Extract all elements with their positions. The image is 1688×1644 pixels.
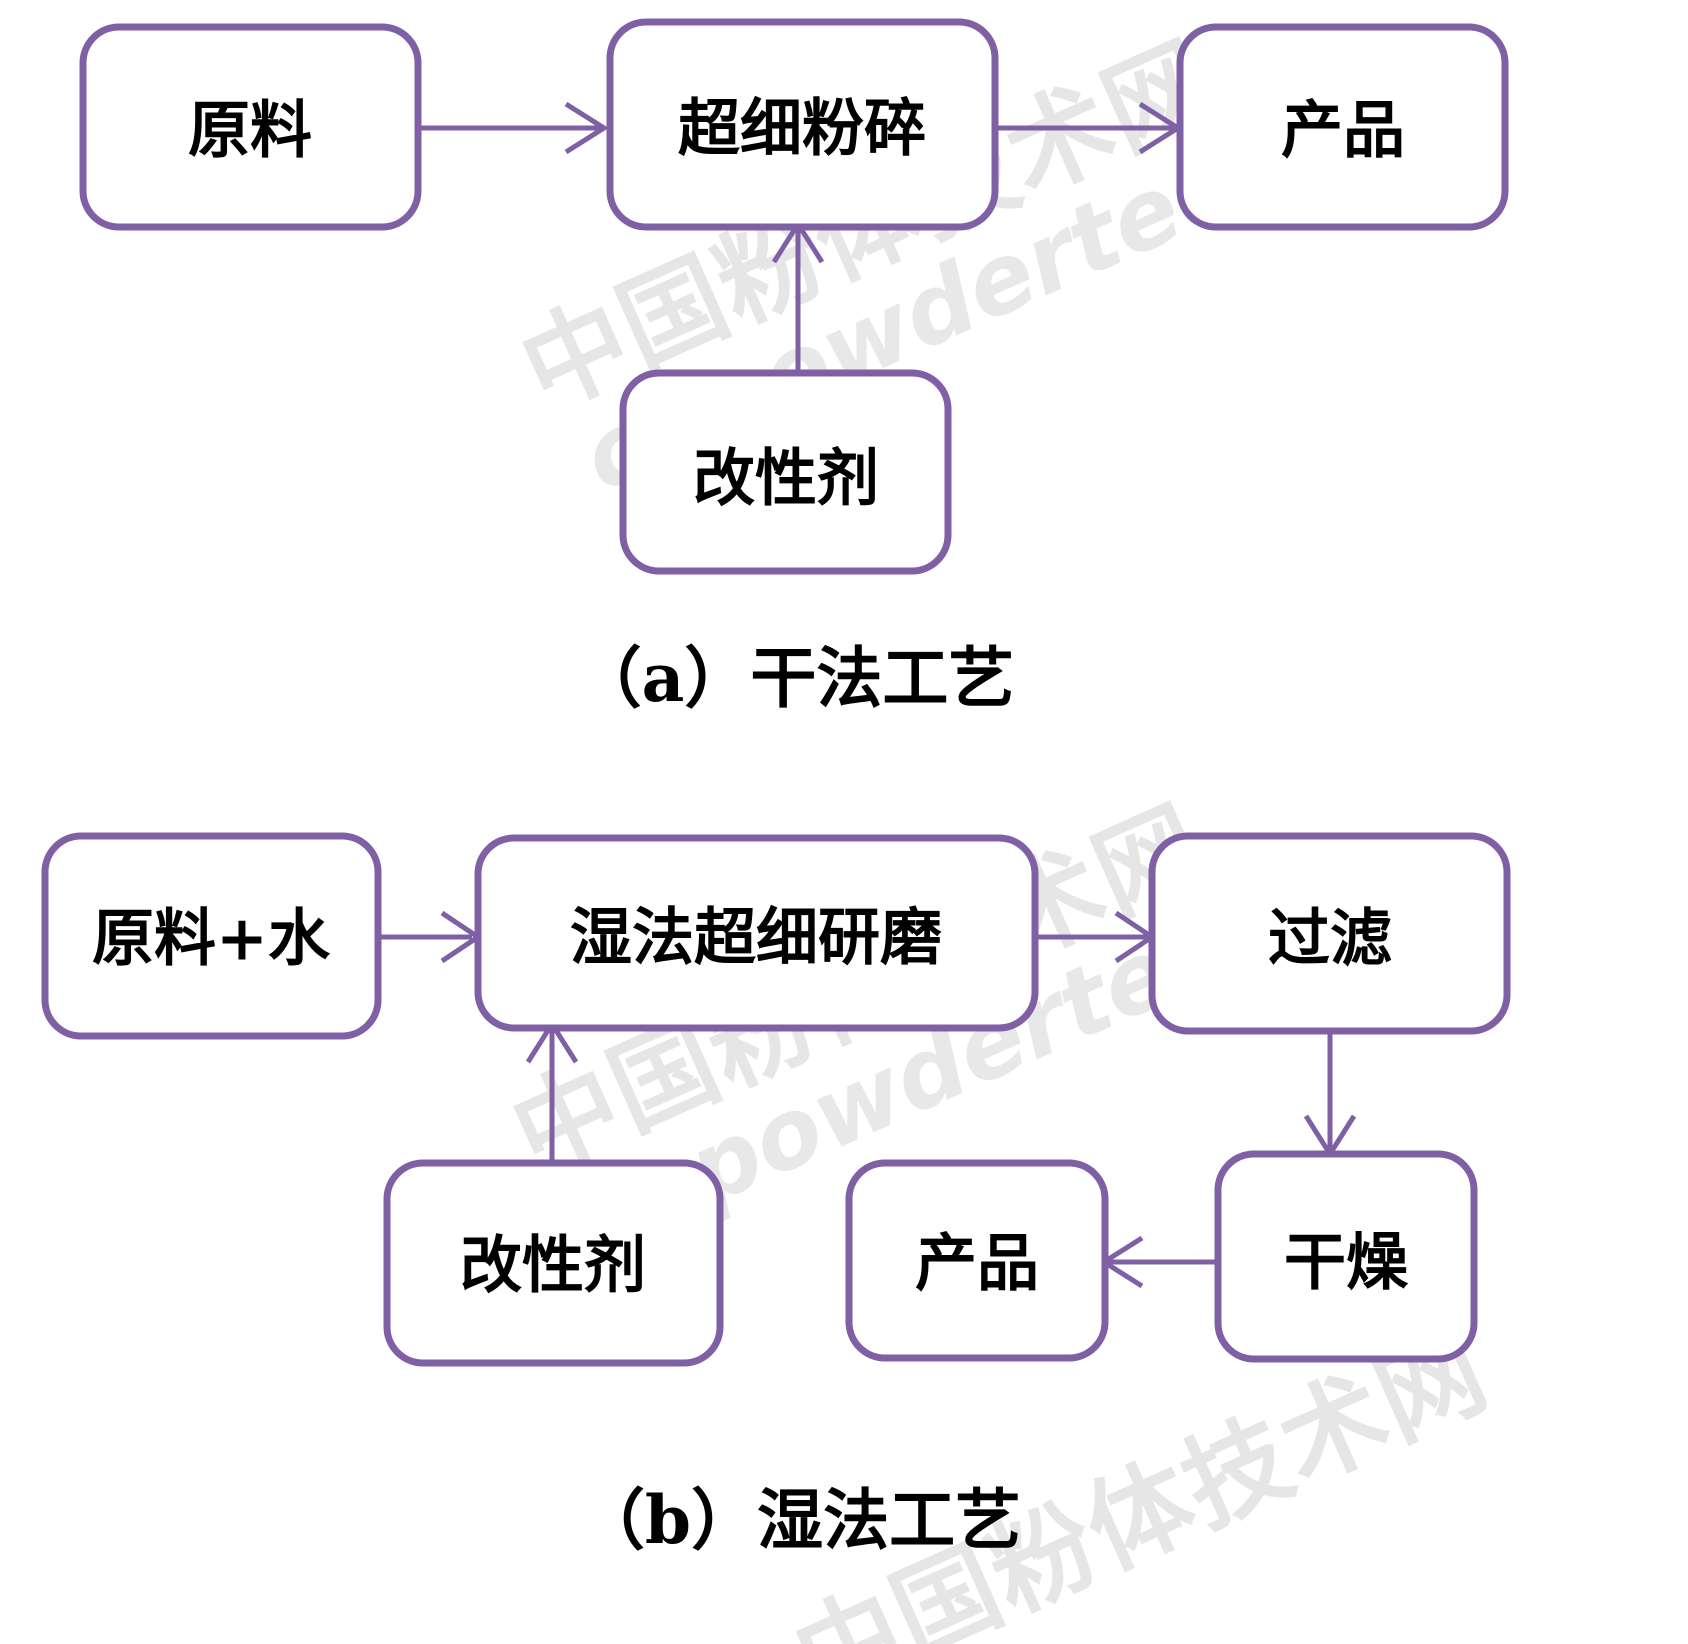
node-modifier-dry-box[interactable]	[619, 369, 952, 575]
edge-modifier-to-grind	[771, 219, 825, 372]
edge-dry-to-product	[1099, 1235, 1222, 1289]
node-raw-material[interactable]: 原料	[79, 23, 422, 231]
node-wet-ultrafine-grinding-label: 湿法超细研磨	[570, 901, 942, 974]
node-raw-material-water-box[interactable]	[41, 832, 382, 1040]
node-ultrafine-grinding-label: 超细粉碎	[678, 92, 926, 165]
node-raw-material-box[interactable]	[79, 23, 422, 231]
node-ultrafine-grinding[interactable]: 超细粉碎	[606, 18, 999, 231]
panel-b: 原料+水 湿法超细研磨 过滤 改性剂 产品	[41, 832, 1511, 1559]
edge-grind-to-product	[992, 101, 1183, 155]
node-modifier-wet-box[interactable]	[383, 1159, 724, 1367]
node-modifier-dry-label: 改性剂	[693, 442, 879, 515]
node-ultrafine-grinding-box[interactable]	[606, 18, 999, 231]
node-filter-box[interactable]	[1148, 832, 1511, 1035]
node-product-wet-label: 产品	[915, 1227, 1039, 1300]
edge-wetmill-to-filter	[1035, 910, 1157, 964]
node-drying[interactable]: 干燥	[1214, 1150, 1478, 1363]
edge-filter-to-dry	[1303, 1027, 1357, 1159]
node-product-dry-label: 产品	[1281, 94, 1405, 167]
node-raw-material-label: 原料	[188, 94, 312, 167]
node-product-dry[interactable]: 产品	[1176, 23, 1509, 231]
node-drying-box[interactable]	[1214, 1150, 1478, 1363]
node-filter-label: 过滤	[1268, 902, 1392, 975]
node-product-dry-box[interactable]	[1176, 23, 1509, 231]
node-product-wet[interactable]: 产品	[845, 1159, 1109, 1362]
node-modifier-dry[interactable]: 改性剂	[619, 369, 952, 575]
node-raw-material-water-label: 原料+水	[92, 902, 331, 975]
node-raw-material-water[interactable]: 原料+水	[41, 832, 382, 1040]
node-drying-label: 干燥	[1284, 1226, 1409, 1299]
caption-panel-b: （b）湿法工艺	[579, 1481, 1021, 1559]
node-wet-ultrafine-grinding[interactable]: 湿法超细研磨	[474, 834, 1039, 1032]
node-filter[interactable]: 过滤	[1148, 832, 1511, 1035]
edge-rawwater-to-wetmill	[378, 910, 483, 964]
panel-a: 原料 超细粉碎 产品 改性剂 （a）干法工艺	[79, 18, 1509, 717]
node-wet-ultrafine-grinding-box[interactable]	[474, 834, 1039, 1032]
node-product-wet-box[interactable]	[845, 1159, 1109, 1362]
node-modifier-wet-label: 改性剂	[460, 1229, 646, 1302]
node-modifier-wet[interactable]: 改性剂	[383, 1159, 724, 1367]
edge-modifier-to-wetmill	[525, 1019, 579, 1163]
edge-raw-to-grind	[418, 101, 609, 155]
caption-panel-a: （a）干法工艺	[576, 639, 1015, 717]
